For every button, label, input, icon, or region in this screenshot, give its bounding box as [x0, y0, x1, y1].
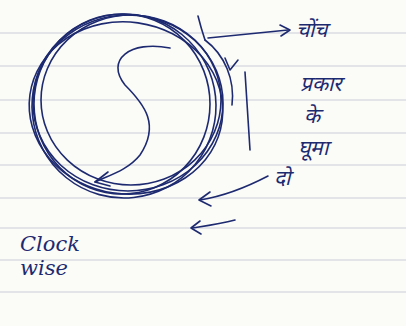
handwritten-note: दो	[274, 166, 290, 190]
handwritten-note: चोंच	[296, 18, 327, 42]
handwritten-note: के	[304, 104, 320, 128]
handwritten-note: Clock wise	[20, 232, 100, 280]
handwritten-note: घूमा	[298, 136, 328, 160]
handwritten-note: प्रकार	[300, 72, 342, 96]
